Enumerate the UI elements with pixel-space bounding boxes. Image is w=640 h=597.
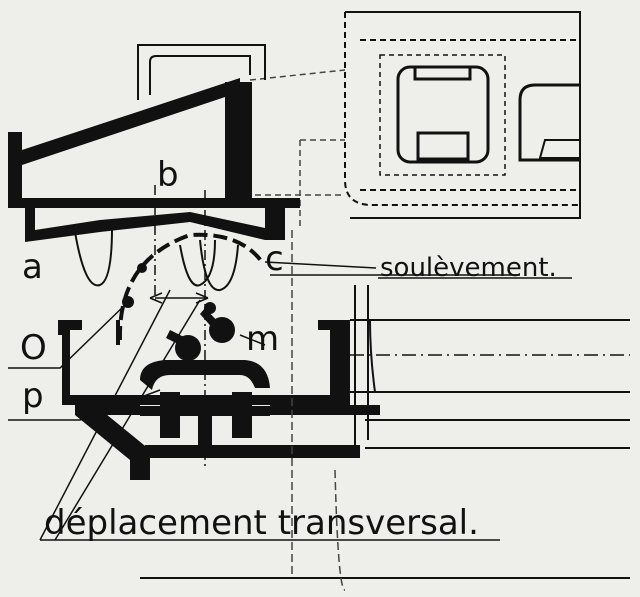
axle-lines: [140, 285, 630, 579]
vertical-guides: [291, 230, 346, 591]
window-right: [518, 83, 581, 162]
car-body: [344, 11, 581, 219]
window-left: [379, 54, 506, 176]
center-axis: [149, 185, 209, 470]
label-soulevement: soulèvement.: [380, 253, 557, 283]
upper-beam: [8, 44, 300, 208]
leader-lines: [8, 261, 572, 541]
label-o: O: [20, 328, 47, 368]
label-b: b: [157, 155, 179, 195]
lower-frame: [58, 320, 360, 480]
label-p: p: [22, 376, 44, 416]
pendulum-arc: [116, 232, 264, 345]
bearing-block: [90, 360, 380, 450]
label-m: m: [246, 319, 280, 359]
label-c: c: [265, 239, 284, 279]
label-a: a: [22, 247, 43, 287]
roller-links: [166, 308, 235, 361]
hanging-links: [74, 227, 239, 291]
label-deplacement-transversal: déplacement transversal.: [44, 503, 479, 543]
